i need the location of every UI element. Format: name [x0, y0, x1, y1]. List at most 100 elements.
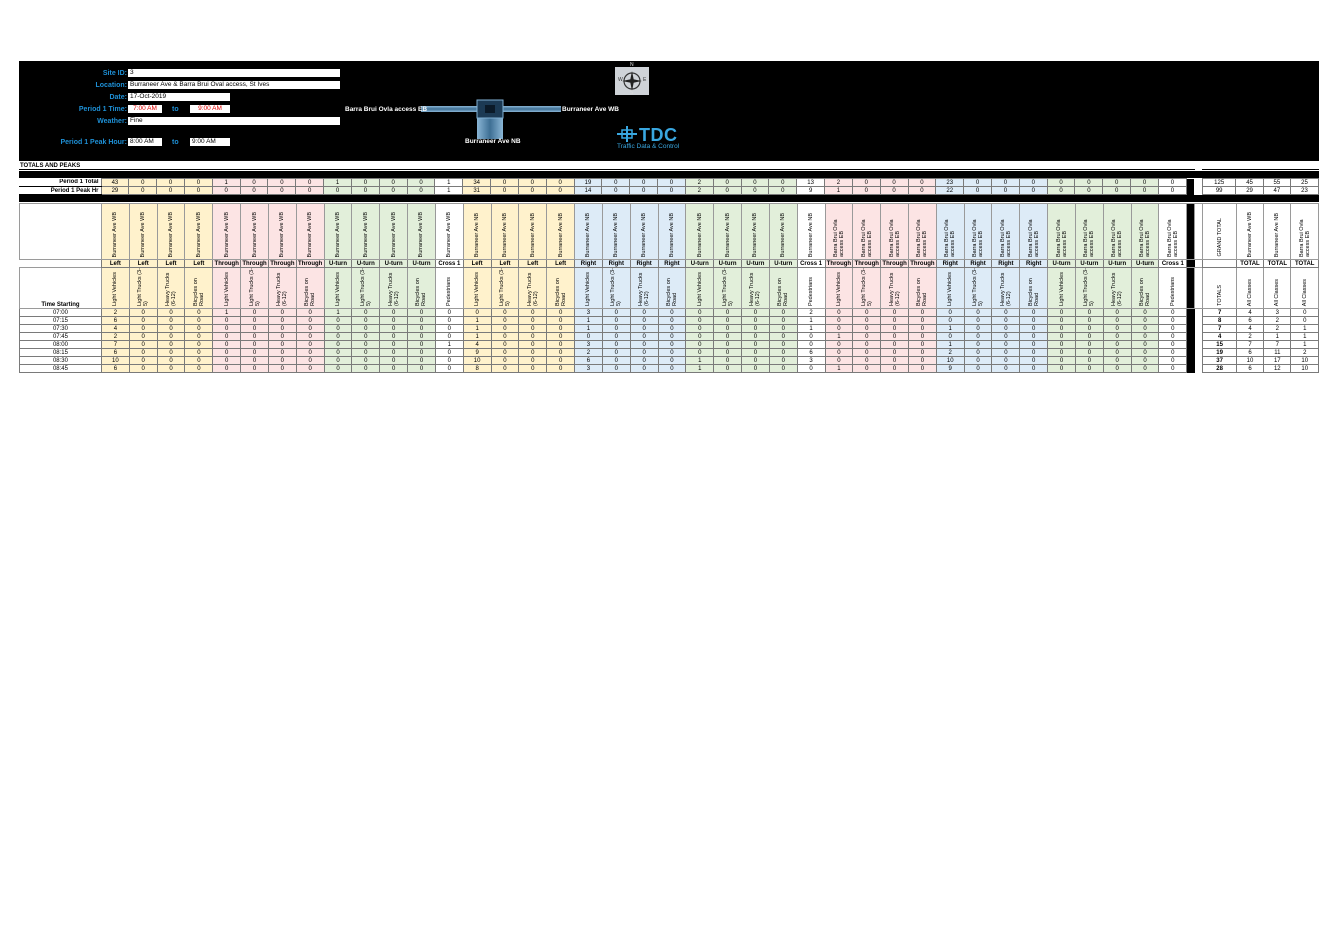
class-header: Light Trucks (3-5) [351, 267, 381, 309]
approach-label: Burraneer Ave WB [335, 211, 341, 257]
summary-cell: 0 [1130, 178, 1159, 187]
period1-from-field[interactable]: 7:00 AM [128, 105, 162, 113]
count-cell: 0 [880, 348, 909, 357]
summary-total-cell: 23 [1290, 186, 1319, 195]
count-cell: 0 [1047, 348, 1076, 357]
summary-cell: 0 [378, 178, 408, 187]
summary-cell: 0 [601, 178, 631, 187]
count-cell: 0 [351, 324, 381, 333]
count-cell: 0 [601, 340, 631, 349]
section-title-rule [1202, 162, 1319, 170]
weather-field[interactable]: Fine [128, 117, 340, 125]
approach-label: Burraneer Ave NB [529, 212, 536, 257]
class-label: Heavy Trucks (6-12) [387, 272, 400, 306]
grand-total-cell: 15 [1202, 340, 1237, 349]
count-cell: 0 [407, 340, 436, 349]
approach-header-row: Burraneer Ave WB Burraneer Ave WB Burranee… [19, 203, 1319, 260]
count-cell: 0 [128, 316, 158, 325]
count-cell: 0 [128, 308, 158, 317]
class-header: Bicycles on Road [295, 267, 325, 309]
count-cell: 0 [407, 356, 436, 365]
location-field[interactable]: Burraneer Ave & Barra Brui Oval access, … [128, 81, 340, 89]
class-header: Heavy Trucks (6-12) [1102, 267, 1132, 309]
count-cell: 0 [546, 348, 576, 357]
column-gap [1186, 267, 1196, 309]
column-gap [1194, 316, 1203, 325]
crosshair-logo-icon [617, 126, 637, 142]
count-cell: 0 [156, 340, 186, 349]
count-cell: 0 [267, 356, 297, 365]
class-label: Light Vehicles [223, 272, 230, 306]
site-id-field[interactable]: 3 [128, 69, 340, 77]
class-header: Heavy Trucks (6-12) [741, 267, 770, 309]
class-label: Light Trucks (3-5) [1083, 268, 1096, 307]
count-cell: 0 [852, 316, 882, 325]
count-cell: 0 [546, 332, 576, 341]
summary-cell: 0 [517, 178, 547, 187]
count-cell: 0 [963, 332, 993, 341]
count-cell: 0 [629, 348, 659, 357]
class-header: Light Vehicles [1047, 267, 1076, 309]
count-cell: 0 [1019, 316, 1049, 325]
movement-header: U-turn [351, 259, 381, 268]
approach-header: Barra Brui Ovla access EB [824, 203, 854, 260]
count-cell: 2 [100, 332, 130, 341]
class-header: Heavy Trucks (6-12) [880, 267, 909, 309]
count-cell: 0 [629, 308, 659, 317]
count-cell: 0 [629, 332, 659, 341]
count-cell: 1 [574, 316, 603, 325]
count-cell: 0 [267, 316, 297, 325]
count-cell: 0 [991, 340, 1021, 349]
period1-to-field[interactable]: 9:00 AM [190, 105, 230, 113]
approach-label: Burraneer Ave NB [557, 212, 564, 257]
approach-label: Burraneer Ave WB [307, 211, 314, 257]
count-cell: 0 [212, 332, 242, 341]
date-field[interactable]: 17-Oct-2019 [128, 93, 230, 101]
count-cell: 0 [184, 332, 214, 341]
summary-cell: 29 [100, 186, 130, 195]
summary-cell: 0 [156, 186, 185, 195]
peak-from-field[interactable]: 8:00 AM [128, 138, 162, 146]
count-cell: 0 [601, 356, 631, 365]
location-label: Location: [95, 82, 128, 89]
count-cell: 0 [713, 364, 743, 373]
summary-row-label: Period 1 Peak Hr [19, 186, 101, 195]
count-cell: 1 [824, 364, 854, 373]
approach-total-cell: 0 [1290, 308, 1319, 317]
approach-header: Barra Brui Ovla access EB [991, 203, 1021, 260]
movement-header: U-turn [1102, 259, 1132, 268]
class-label: Light Vehicles [474, 272, 481, 306]
count-cell: 0 [824, 340, 854, 349]
count-cell: 0 [991, 356, 1021, 365]
count-cell: 0 [128, 332, 158, 341]
approach-label: Barra Brui Ovla access EB [1055, 219, 1068, 257]
count-cell: 0 [1158, 348, 1188, 357]
class-label: Heavy Trucks (6-12) [526, 272, 539, 306]
count-cell: 0 [852, 348, 882, 357]
approach-total-cell: 2 [1235, 332, 1265, 341]
count-cell: 0 [713, 316, 743, 325]
summary-cell: 0 [378, 186, 408, 195]
class-header: Light Vehicles [685, 267, 715, 309]
approach-header: Barra Brui Ovla access EB [880, 203, 909, 260]
totals-movement-header: TOTAL [1235, 259, 1265, 268]
intersection-diagram [421, 99, 561, 139]
approach-header: Burraneer Ave WB [156, 203, 186, 260]
class-label: Heavy Trucks (6-12) [276, 272, 289, 306]
count-cell: 0 [490, 364, 520, 373]
time-cell: 07:45 [19, 332, 102, 341]
peak-to-field[interactable]: 9:00 AM [190, 138, 230, 146]
count-cell: 0 [546, 316, 576, 325]
time-cell: 08:30 [19, 356, 102, 365]
count-cell: 0 [991, 316, 1021, 325]
grand-total-cell: 7 [1202, 308, 1237, 317]
count-cell: 0 [1047, 340, 1076, 349]
summary-total-cell: 29 [1235, 186, 1264, 195]
column-gap [1186, 203, 1196, 260]
class-label: Light Trucks (3-5) [610, 268, 623, 307]
class-label: Pedestrians [1169, 276, 1176, 306]
approach-header: Barra Brui Ovla access EB [1102, 203, 1132, 260]
count-cell: 0 [1019, 308, 1049, 317]
